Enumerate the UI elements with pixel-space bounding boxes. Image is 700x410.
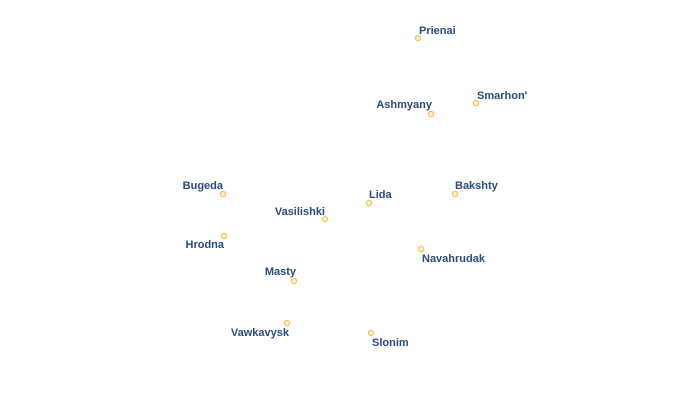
place-marker-icon[interactable]: [414, 34, 422, 42]
place-label: Lida: [369, 189, 392, 201]
place-label: Smarhon': [477, 90, 528, 102]
place-label: Bakshty: [455, 180, 499, 192]
place-hrodna[interactable]: Hrodna: [184, 232, 228, 253]
place-vasilishki[interactable]: Vasilishki: [273, 205, 329, 223]
place-marker-icon[interactable]: [451, 190, 459, 198]
place-label: Vasilishki: [275, 206, 325, 218]
place-prienai[interactable]: Prienai: [414, 24, 457, 42]
place-marker-icon[interactable]: [220, 232, 228, 240]
place-marker-icon[interactable]: [417, 245, 425, 253]
place-label: Ashmyany: [376, 99, 433, 111]
place-smarhon[interactable]: Smarhon': [472, 89, 529, 107]
place-label: Slonim: [372, 337, 409, 349]
place-label: Vawkavysk: [231, 327, 290, 339]
place-ashmyany[interactable]: Ashmyany: [375, 98, 435, 118]
place-marker-icon[interactable]: [321, 215, 329, 223]
place-label: Hrodna: [186, 239, 225, 251]
place-label: Masty: [265, 266, 297, 278]
place-marker-icon[interactable]: [427, 110, 435, 118]
place-marker-icon[interactable]: [367, 329, 375, 337]
place-marker-icon[interactable]: [219, 190, 227, 198]
place-masty[interactable]: Masty: [263, 265, 298, 285]
place-marker-icon[interactable]: [290, 277, 298, 285]
place-marker-icon[interactable]: [365, 199, 373, 207]
place-label: Bugeda: [183, 180, 224, 192]
place-lida[interactable]: Lida: [365, 188, 394, 207]
place-marker-icon[interactable]: [472, 99, 480, 107]
place-vawkavysk[interactable]: Vawkavysk: [229, 319, 291, 341]
place-label: Prienai: [419, 25, 456, 37]
place-slonim[interactable]: Slonim: [367, 329, 410, 351]
place-bakshty[interactable]: Bakshty: [451, 179, 500, 198]
place-bugeda[interactable]: Bugeda: [181, 179, 227, 198]
place-navahrudak[interactable]: Navahrudak: [417, 245, 487, 267]
place-marker-icon[interactable]: [283, 319, 291, 327]
place-label: Navahrudak: [422, 253, 486, 265]
